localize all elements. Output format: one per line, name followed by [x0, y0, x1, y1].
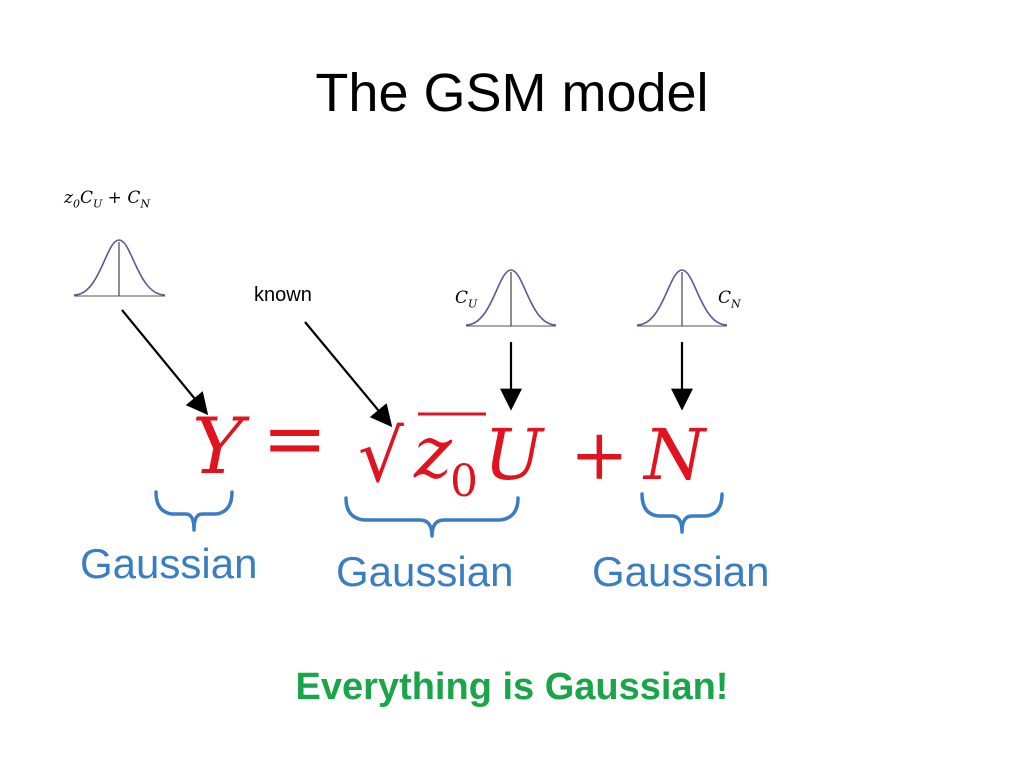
label-cu: CU: [455, 288, 477, 310]
equation-z-sub: 0: [450, 456, 478, 507]
label-known: known: [254, 284, 312, 306]
equation-u: U: [484, 414, 543, 496]
gaussian-curve-cn: [636, 269, 728, 327]
equation-z: z: [414, 410, 452, 494]
brace-label-n: Gaussian: [592, 548, 770, 595]
label-cn-c: C: [718, 288, 732, 308]
footer-note: Everything is Gaussian!: [295, 666, 729, 708]
label-z-sub: 0: [72, 197, 80, 211]
gaussian-curve-mixture: [73, 239, 166, 297]
brace-n: [640, 492, 724, 534]
brace-label-y: Gaussian: [80, 540, 258, 587]
brace-sqrt-z-u: [344, 496, 520, 538]
slide-title: The GSM model: [315, 63, 709, 123]
equation-sqrt: √: [358, 414, 404, 498]
label-mixture-covariance: z0CU + CN: [64, 188, 150, 210]
equation-y: Y: [192, 402, 244, 492]
gaussian-curve-cu: [465, 269, 557, 327]
equation-equals: =: [262, 394, 328, 484]
label-cu-sub: U: [468, 297, 478, 311]
label-c1-sub: U: [92, 197, 103, 211]
label-z: z: [64, 188, 73, 208]
brace-label-sqrt-z-u: Gaussian: [336, 548, 514, 595]
arrow-to-z0: [304, 321, 393, 428]
label-cn: CN: [718, 288, 741, 310]
brace-y: [154, 490, 234, 532]
arrow-to-y: [121, 309, 209, 416]
equation-plus: +: [570, 414, 629, 496]
label-cn-sub: N: [731, 297, 741, 311]
label-plus: +: [102, 188, 128, 208]
label-c2: C: [127, 188, 141, 208]
label-c2-sub: N: [140, 197, 150, 211]
equation-n: N: [644, 414, 706, 496]
label-c1: C: [79, 188, 93, 208]
label-cu-c: C: [455, 288, 469, 308]
